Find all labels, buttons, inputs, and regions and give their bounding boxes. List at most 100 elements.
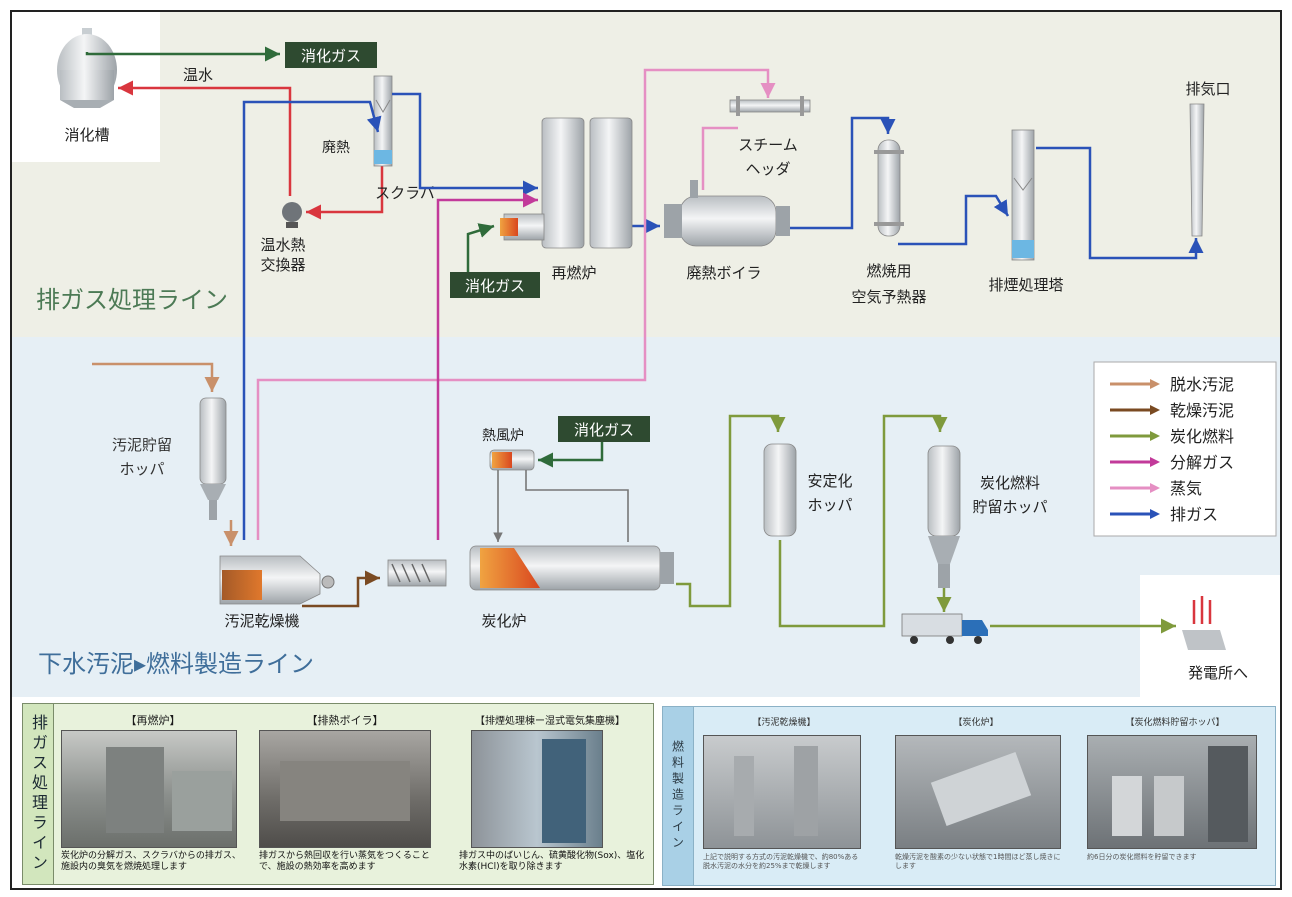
legend-label: 脱水汚泥 bbox=[1170, 375, 1234, 394]
waste-heat-line bbox=[306, 160, 384, 220]
carbonized-fuel-storage-hopper bbox=[927, 445, 961, 588]
decomposition-gas-line bbox=[436, 192, 538, 540]
fuel-line-background bbox=[12, 337, 1280, 697]
stabilization-hopper bbox=[763, 443, 797, 537]
dried-sludge-line bbox=[302, 570, 380, 608]
digestion-gas-line-top bbox=[85, 46, 280, 62]
sludge-storage-hopper bbox=[199, 397, 227, 520]
legend-label: 分解ガス bbox=[1170, 453, 1234, 472]
legend-arrowhead bbox=[1150, 457, 1160, 467]
photo-flue-gas-tower bbox=[471, 730, 603, 848]
legend-arrowhead bbox=[1150, 509, 1160, 519]
carbonized-fuel-line-1 bbox=[676, 414, 786, 608]
dewatered-sludge-inflow bbox=[92, 362, 220, 392]
hot-air-line-2 bbox=[525, 470, 629, 542]
legend-label: 炭化燃料 bbox=[1170, 427, 1234, 446]
digester-label: 消化槽 bbox=[64, 126, 109, 144]
digestion-gas-box-mid bbox=[450, 272, 540, 298]
hot-air-furnace-label: 熱風炉 bbox=[482, 428, 524, 444]
photo-desc-2: 排ガスから熱回収を行い蒸気をつくることで、施設の熱効率を高めます bbox=[259, 851, 430, 872]
hot-water-line bbox=[118, 80, 292, 196]
sludge-dryer bbox=[219, 555, 335, 605]
flue-gas-treatment-tower bbox=[1011, 129, 1035, 261]
digestion-gas-label-fuel: 消化ガス bbox=[574, 421, 634, 439]
fuel-hopper-label-1: 炭化燃料 bbox=[980, 474, 1040, 492]
combustion-air-preheater bbox=[874, 139, 904, 237]
steam-header-label-2: ヘッダ bbox=[745, 160, 790, 178]
fuel-photo-desc-3: 約6日分の炭化燃料を貯留できます bbox=[1087, 853, 1197, 861]
scrubber bbox=[373, 75, 393, 167]
hot-water-label: 温水 bbox=[183, 66, 213, 84]
exhaust-gas-line-tower-to-outlet bbox=[1036, 146, 1204, 260]
sludge-hopper-label-2: ホッパ bbox=[119, 460, 164, 478]
exhaust-gas-line-preheater-to-tower bbox=[898, 194, 1010, 246]
digester-tank bbox=[57, 28, 117, 108]
flue-gas-tower-label: 排煙処理塔 bbox=[988, 276, 1063, 294]
legend-arrowhead bbox=[1150, 483, 1160, 493]
digestion-gas-box-top bbox=[285, 42, 377, 68]
exhaust-outlet-stack bbox=[1189, 103, 1205, 237]
fuel-photo-desc-2: 乾燥汚泥を酸素の少ない状態で1時間ほど蒸し焼きにします bbox=[895, 853, 1061, 870]
photo-reburn-furnace bbox=[61, 730, 237, 848]
photo-desc-3: 排ガス中のばいじん、硫黄酸化物(Sox)、塩化水素(HCl)を取り除きます bbox=[459, 851, 645, 872]
fuel-photo-caption-2: 【炭化炉】 bbox=[953, 718, 999, 728]
exhaust-gas-line-dryer-to-scrubber bbox=[242, 100, 382, 540]
digestion-gas-line-mid bbox=[466, 223, 495, 272]
exhaust-outlet-label: 排気口 bbox=[1185, 80, 1230, 98]
fuel-photo-caption-1: 【汚泥乾燥機】 bbox=[752, 718, 816, 728]
photo-carbonization-furnace bbox=[895, 735, 1061, 849]
fuel-photo-desc-1: 上記で説明する方式の汚泥乾燥機で、約80%ある脱水汚泥の水分を約25%まで乾燥し… bbox=[703, 853, 859, 870]
exhaust-gas-line-boiler-to-preheater bbox=[790, 116, 896, 230]
steam-line-boiler bbox=[701, 126, 738, 190]
waste-heat-boiler bbox=[664, 180, 790, 247]
sludge-hopper-label-1: 汚泥貯留 bbox=[112, 436, 172, 454]
digestion-gas-label-top: 消化ガス bbox=[301, 47, 361, 65]
stabilization-hopper-label-2: ホッパ bbox=[807, 496, 852, 514]
hot-water-heat-exchanger bbox=[282, 202, 302, 228]
carbonization-furnace-label: 炭化炉 bbox=[481, 612, 526, 630]
exhaust-photo-panel: 排ガス処理ライン 【再燃炉】 炭化炉の分解ガス、スクラバからの排ガス、施設内の臭… bbox=[22, 703, 654, 885]
truck-icon bbox=[901, 613, 988, 644]
photo-caption-3: 【排煙処理棟ー湿式電気集塵機】 bbox=[475, 716, 625, 727]
photo-fuel-storage-hopper bbox=[1087, 735, 1257, 849]
legend-label: 蒸気 bbox=[1170, 479, 1202, 498]
legend-arrowhead bbox=[1150, 431, 1160, 441]
steam-header bbox=[729, 96, 811, 116]
waste-heat-label: 廃熱 bbox=[322, 139, 350, 156]
photo-caption-1: 【再燃炉】 bbox=[125, 714, 181, 727]
photo-caption-2: 【排熱ボイラ】 bbox=[306, 714, 384, 727]
legend-label: 排ガス bbox=[1170, 505, 1218, 524]
process-flow-diagram: 消化槽 消化ガス 温水 廃熱 温水熱 交換器 スクラバ bbox=[12, 12, 1280, 697]
fuel-panel-title: 燃料製造ライン bbox=[663, 707, 694, 885]
heat-exchanger-label-1: 温水熱 bbox=[260, 236, 305, 254]
scrubber-label: スクラバ bbox=[375, 184, 435, 202]
power-plant-icon bbox=[1182, 596, 1226, 650]
hot-air-furnace bbox=[489, 449, 535, 471]
reburn-furnace-label: 再燃炉 bbox=[551, 264, 596, 282]
waste-heat-boiler-label: 廃熱ボイラ bbox=[686, 264, 761, 282]
fuel-line-title: 下水汚泥▸燃料製造ライン bbox=[38, 650, 314, 678]
legend-arrowhead bbox=[1150, 379, 1160, 389]
legend-label: 乾燥汚泥 bbox=[1170, 401, 1234, 420]
exhaust-line-title: 排ガス処理ライン bbox=[36, 286, 228, 314]
fuel-photo-caption-3: 【炭化燃料貯留ホッパ】 bbox=[1125, 718, 1225, 728]
power-plant-label: 発電所へ bbox=[1188, 664, 1248, 682]
heat-exchanger-label-2: 交換器 bbox=[260, 256, 305, 274]
photo-waste-heat-boiler bbox=[259, 730, 431, 848]
exhaust-gas-line-scrubber-to-reburn bbox=[392, 92, 538, 196]
air-preheater-label-2: 空気予熱器 bbox=[851, 288, 926, 306]
photo-sludge-dryer bbox=[703, 735, 861, 849]
exhaust-panel-title: 排ガス処理ライン bbox=[23, 704, 54, 884]
legend-arrowhead bbox=[1150, 405, 1160, 415]
air-preheater-label-1: 燃焼用 bbox=[866, 262, 911, 280]
digestion-gas-box-fuel bbox=[558, 416, 650, 442]
carbonization-furnace bbox=[387, 545, 674, 591]
carbonized-fuel-line-2 bbox=[778, 414, 948, 628]
steam-line-to-header bbox=[256, 68, 776, 540]
steam-header-label-1: スチーム bbox=[738, 136, 798, 154]
photo-desc-1: 炭化炉の分解ガス、スクラバからの排ガス、施設内の臭気を燃焼処理します bbox=[61, 851, 241, 872]
stabilization-hopper-label-1: 安定化 bbox=[807, 472, 852, 490]
reburn-furnace bbox=[500, 117, 633, 249]
